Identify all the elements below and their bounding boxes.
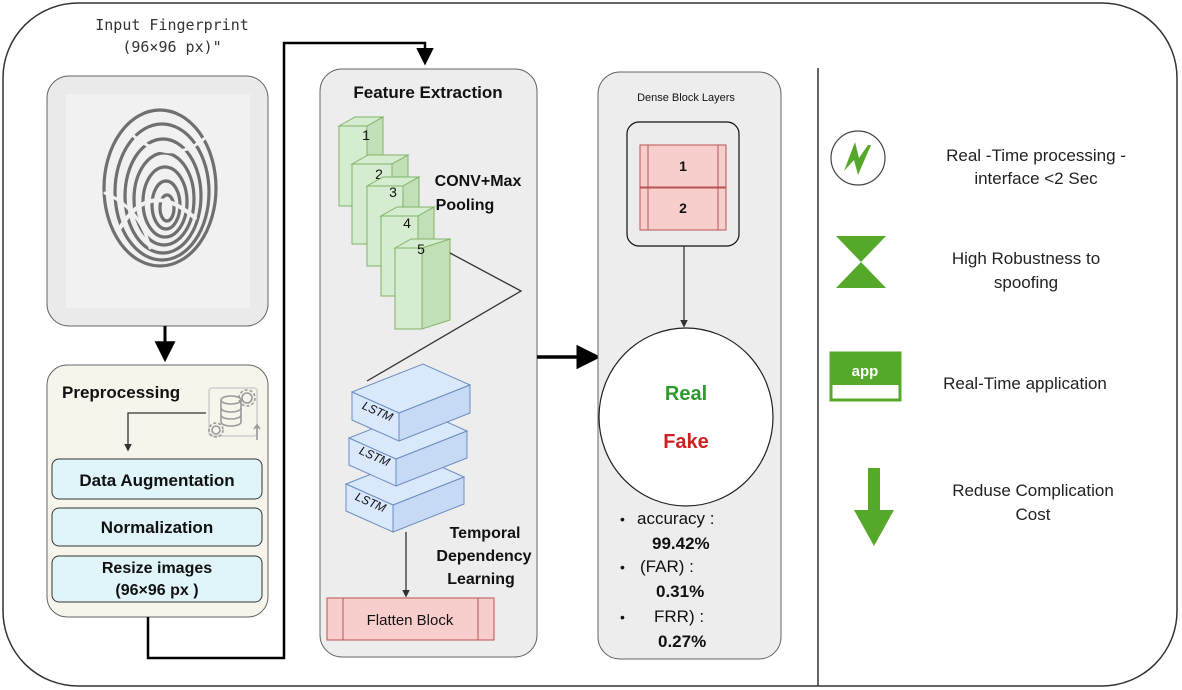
svg-text:Normalization: Normalization <box>101 518 213 537</box>
metrics-list: • accuracy : 99.42% • (FAR) : 0.31% • FR… <box>620 509 714 651</box>
input-size: (96×96 px)" <box>122 38 221 56</box>
lightning-icon <box>830 130 886 186</box>
temporal-label-2: Dependency <box>436 548 531 565</box>
lstm-layer-1: LSTM <box>350 363 472 442</box>
metric-far-label: (FAR) : <box>640 557 694 576</box>
metric-accuracy-label: accuracy : <box>637 509 714 528</box>
arrow-down-icon <box>854 468 894 546</box>
svg-text:•: • <box>620 609 625 625</box>
svg-text:(96×96 px ): (96×96 px ) <box>115 582 198 599</box>
svg-text:•: • <box>620 511 625 527</box>
feature-realtime-line2: interface <2 Sec <box>974 169 1098 188</box>
preprocessing-title: Preprocessing <box>62 383 180 402</box>
svg-text:Resize images: Resize images <box>102 560 212 577</box>
pooling-label: Pooling <box>436 197 495 214</box>
svg-text:1: 1 <box>679 158 687 174</box>
svg-text:1: 1 <box>362 127 370 143</box>
dense-layer-1: 1 <box>639 144 727 188</box>
conv-layer-stack: 1 2 3 4 5 <box>337 116 452 330</box>
svg-text:app: app <box>852 363 879 380</box>
output-real: Real <box>665 383 707 405</box>
svg-text:4: 4 <box>403 215 411 231</box>
feature-cost-line2: Cost <box>1016 505 1051 524</box>
svg-text:Data Augmentation: Data Augmentation <box>79 471 234 490</box>
feature-realtime-line1: Real -Time processing - <box>946 146 1126 165</box>
metric-far-value: 0.31% <box>656 582 704 601</box>
feature-cost-line1: Reduse Complication <box>952 481 1114 500</box>
input-title: Input Fingerprint <box>95 16 249 34</box>
conv-to-lstm-connector <box>366 252 523 382</box>
metric-frr-value: 0.27% <box>658 632 706 651</box>
step-normalization <box>51 507 263 547</box>
output-circle <box>598 327 774 507</box>
connector-preprocessing-to-feature <box>146 41 434 660</box>
data-gear-icon <box>208 387 261 440</box>
step-resize-images <box>51 555 263 603</box>
fingerprint-icon <box>102 108 218 268</box>
flatten-block: Flatten Block <box>326 597 495 641</box>
dense-layer-2: 2 <box>639 187 727 231</box>
feature-application: Real-Time application <box>943 374 1107 393</box>
svg-text:2: 2 <box>679 200 687 216</box>
svg-text:3: 3 <box>389 184 397 200</box>
metric-frr-label: FRR) : <box>654 607 704 626</box>
svg-text:•: • <box>620 559 625 575</box>
svg-text:Flatten Block: Flatten Block <box>367 612 454 629</box>
lstm-layer-stack: LSTM LSTM LSTM <box>344 363 472 533</box>
hourglass-icon <box>836 236 886 288</box>
temporal-label-3: Learning <box>447 571 515 588</box>
output-fake: Fake <box>663 431 709 453</box>
step-data-augmentation <box>51 458 263 500</box>
feature-extraction-title: Feature Extraction <box>353 83 502 102</box>
conv-layer-5: 5 <box>393 238 452 330</box>
temporal-label-1: Temporal <box>450 525 521 542</box>
metric-accuracy-value: 99.42% <box>652 534 710 553</box>
feature-robustness-line1: High Robustness to <box>952 249 1100 268</box>
app-icon: app <box>829 351 902 402</box>
svg-text:5: 5 <box>417 241 425 257</box>
dense-title: Dense Block Layers <box>637 92 735 104</box>
svg-text:2: 2 <box>375 166 383 182</box>
conv-label: CONV+Max <box>435 173 522 190</box>
feature-robustness-line2: spoofing <box>994 273 1058 292</box>
